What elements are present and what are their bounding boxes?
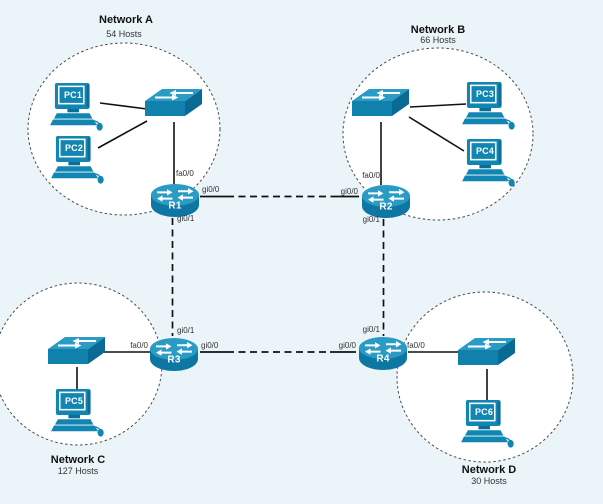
network-a-hosts: 54 Hosts — [106, 29, 142, 39]
r3-iface-fa00: fa0/0 — [130, 341, 148, 350]
r4-iface-gi00: gi0/0 — [338, 341, 356, 350]
network-d-title: Network D — [461, 464, 517, 476]
link-pc2-switch-a — [97, 120, 148, 149]
router-r2-label: R2 — [379, 201, 393, 213]
r1-iface-gi01: gi0/1 — [177, 214, 195, 223]
pc2-label: PC2 — [64, 143, 84, 153]
r2-iface-gi01: gi0/1 — [362, 215, 380, 224]
r4-iface-fa00: fa0/0 — [407, 341, 425, 350]
r3-iface-gi01: gi0/1 — [177, 326, 195, 335]
r2-iface-gi00: gi0/0 — [340, 187, 358, 196]
r4-iface-gi01: gi0/1 — [362, 325, 380, 334]
network-c-hosts: 127 Hosts — [57, 466, 99, 476]
router-r4-label: R4 — [376, 353, 390, 365]
network-d-hosts: 30 Hosts — [471, 476, 507, 486]
r1-iface-fa00: fa0/0 — [176, 169, 194, 178]
network-a-title: Network A — [99, 14, 153, 26]
pc1-label: PC1 — [63, 90, 83, 100]
network-c-title: Network C — [50, 454, 106, 466]
link-switch-b-pc4 — [408, 116, 465, 152]
r2-iface-fa00: fa0/0 — [362, 171, 380, 180]
router-r1-label: R1 — [168, 200, 182, 212]
r3-iface-gi00: gi0/0 — [201, 341, 219, 350]
pc6-label: PC6 — [474, 407, 494, 417]
network-b-title: Network B — [410, 24, 466, 36]
link-pc1-switch-a — [99, 102, 148, 110]
wan-links — [171, 195, 385, 353]
router-r3-label: R3 — [167, 354, 181, 366]
pc4-label: PC4 — [475, 146, 495, 156]
link-switch-b-pc3 — [409, 103, 467, 108]
network-d-boundary — [396, 291, 574, 463]
pc3-label: PC3 — [475, 89, 495, 99]
pc5-label: PC5 — [64, 396, 84, 406]
r1-iface-gi00: gi0/0 — [202, 185, 220, 194]
lan-links — [76, 102, 488, 401]
network-b-hosts: 66 Hosts — [420, 35, 456, 45]
